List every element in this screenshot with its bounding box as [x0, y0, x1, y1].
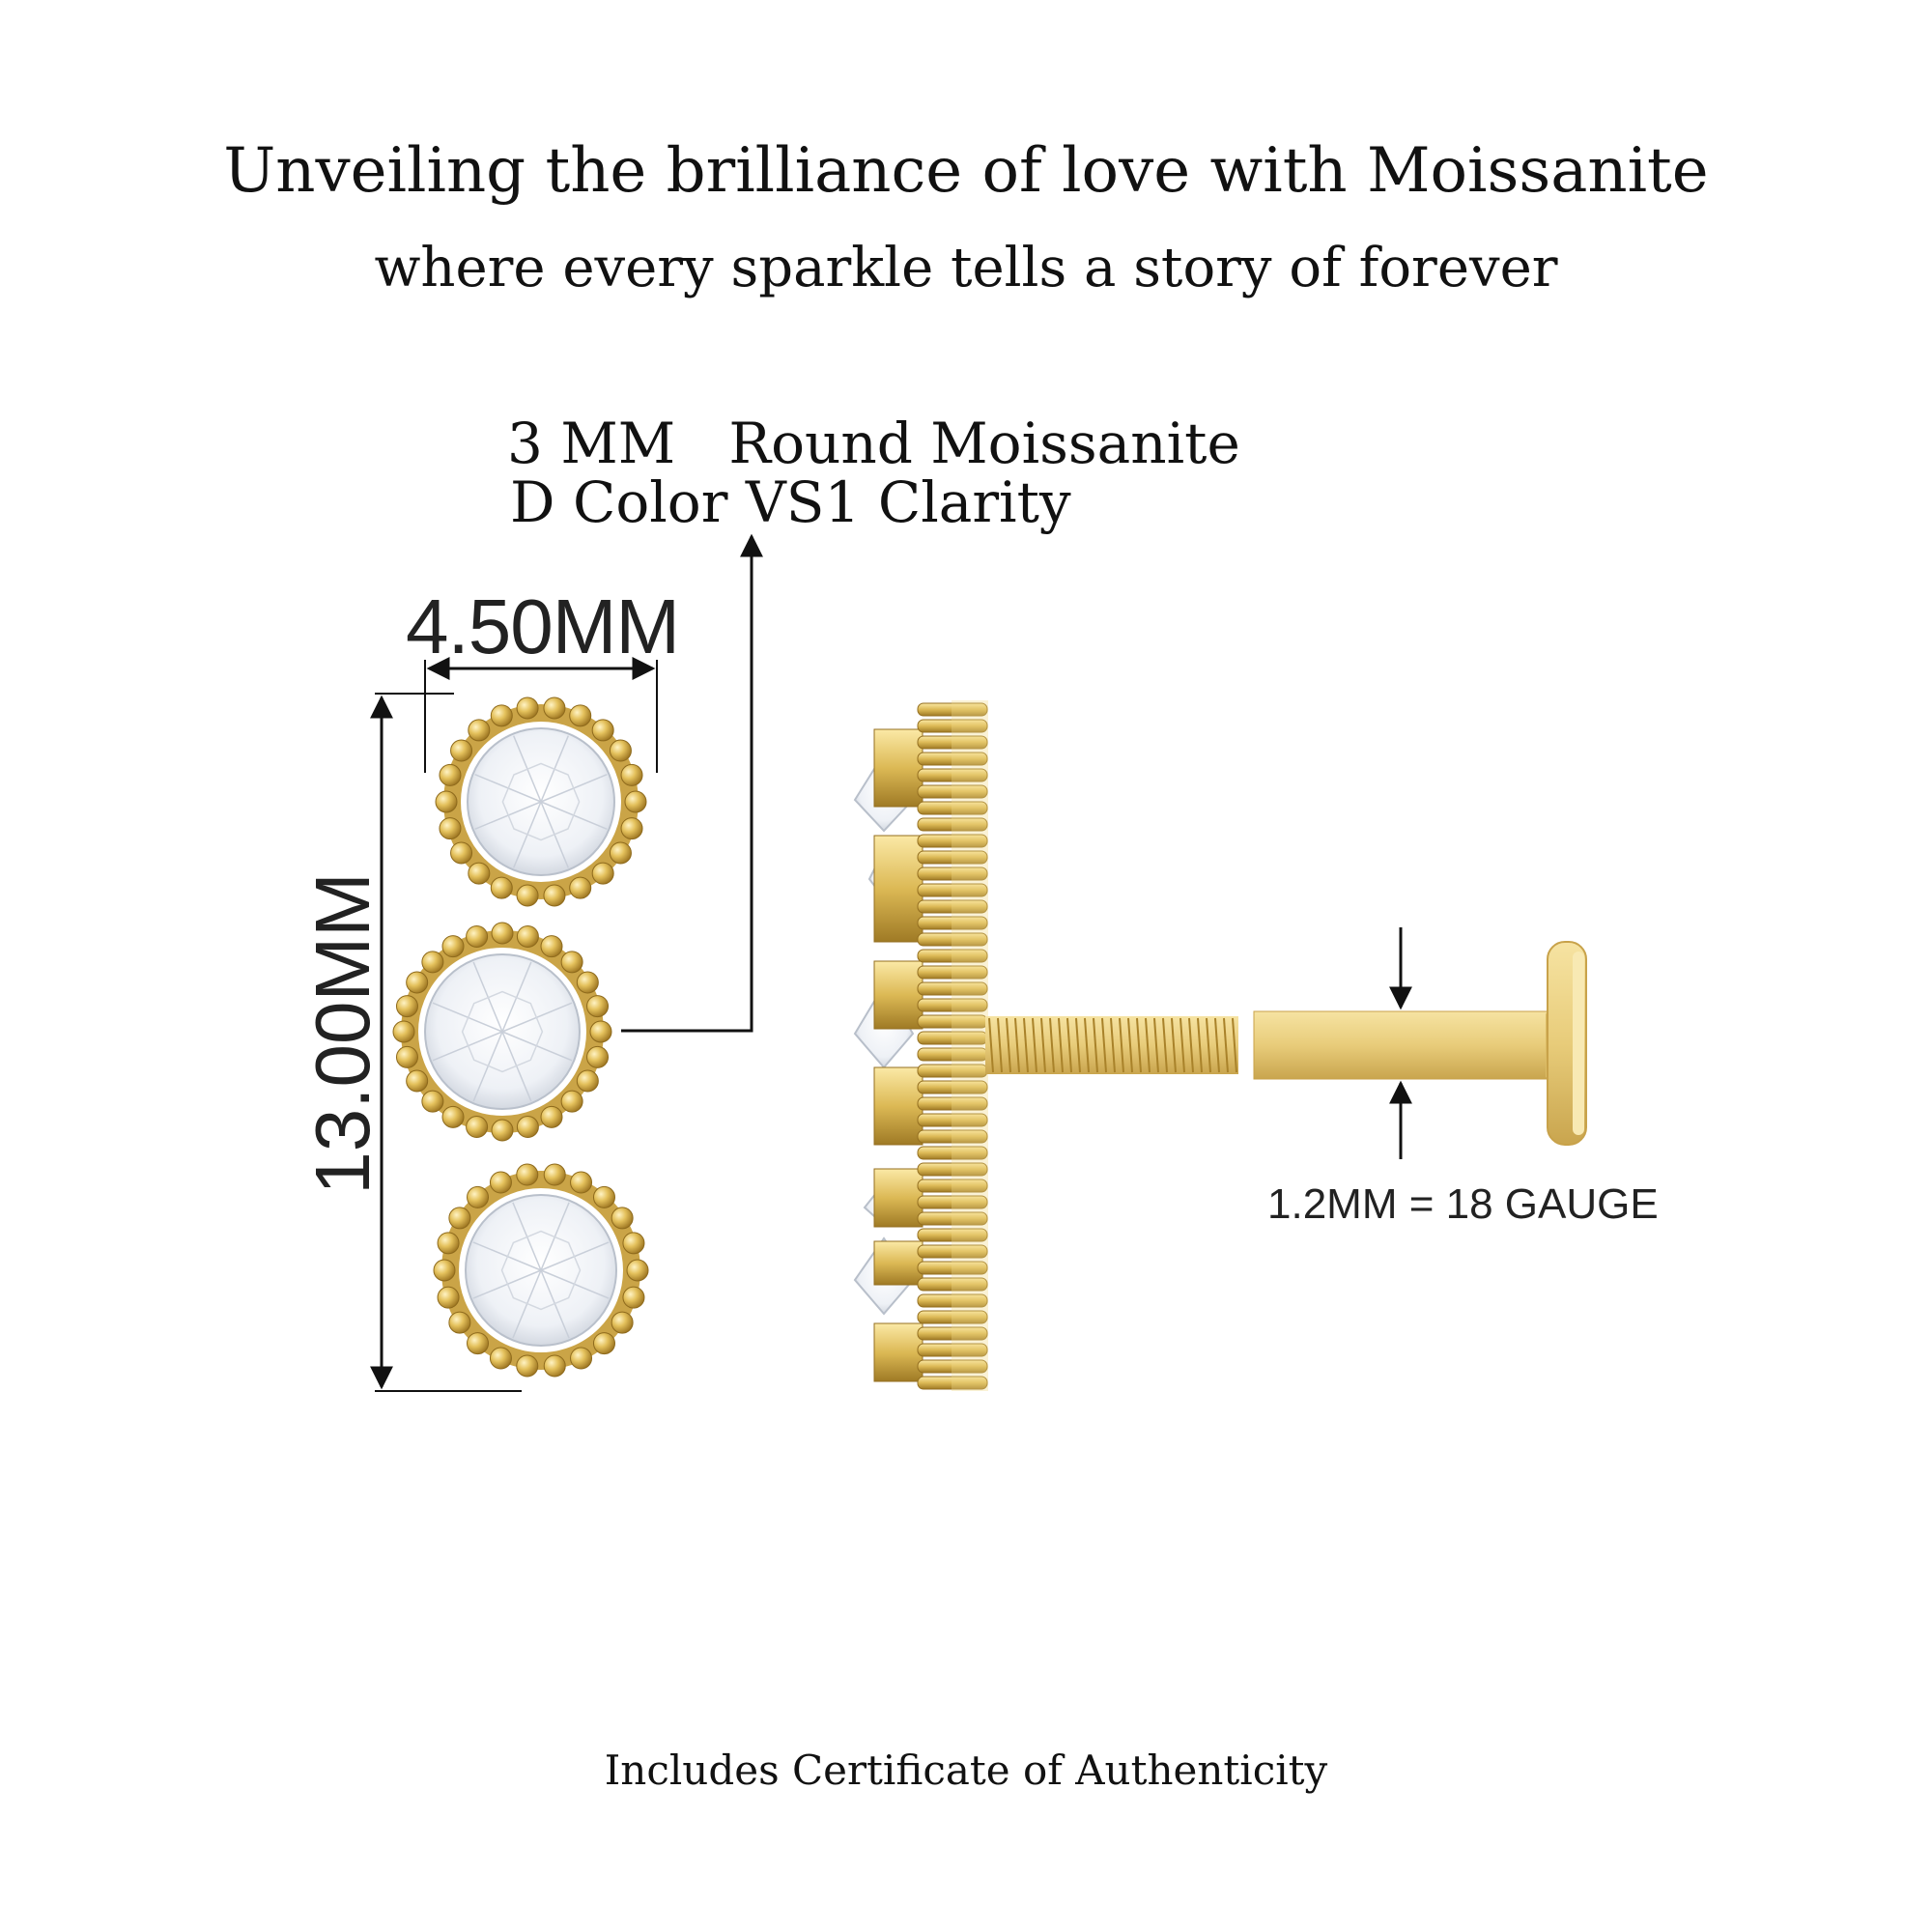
- side-prongs: [873, 728, 923, 1382]
- width-dimension: [424, 657, 658, 773]
- milgrain-bead: [591, 719, 614, 742]
- halo-top: [435, 696, 647, 907]
- halo-middle: [392, 922, 612, 1142]
- milgrain-bead: [516, 1354, 539, 1378]
- milgrain-bead: [491, 922, 514, 945]
- quality-spec-label: D Color VS1 Clarity: [510, 469, 1071, 535]
- milgrain-bead: [441, 935, 465, 958]
- milgrain-bead: [626, 1259, 649, 1282]
- milgrain-bead: [392, 1020, 415, 1043]
- headline: Unveiling the brilliance of love with Mo…: [223, 135, 1709, 207]
- milgrain-bead: [624, 790, 647, 813]
- milgrain-bead: [611, 1311, 634, 1334]
- milgrain-bead: [439, 817, 462, 840]
- milgrain-bead: [448, 1311, 471, 1334]
- milgrain-bead: [466, 1116, 489, 1139]
- milgrain-bead: [450, 841, 473, 865]
- certificate-note: Includes Certificate of Authenticity: [604, 1747, 1328, 1794]
- milgrain-bead: [609, 739, 632, 762]
- stone-callout: [621, 533, 763, 1033]
- milgrain-bead: [489, 1347, 512, 1370]
- length-dimension: [370, 693, 522, 1392]
- milgrain-bead: [586, 995, 610, 1018]
- length-dimension-label: 13.00MM: [299, 872, 385, 1194]
- milgrain-bead: [516, 1116, 539, 1139]
- milgrain-bead: [516, 1163, 539, 1186]
- subheadline: where every sparkle tells a story of for…: [374, 237, 1558, 299]
- milgrain-bead: [543, 1354, 566, 1378]
- milgrain-bead: [468, 719, 491, 742]
- milgrain-bead: [490, 876, 513, 899]
- milgrain-bead: [467, 1332, 490, 1355]
- milgrain-bead: [467, 1185, 490, 1208]
- milgrain-bead: [516, 884, 539, 907]
- milgrain-bead: [540, 1105, 563, 1128]
- milgrain-bead: [611, 1207, 634, 1230]
- milgrain-bead: [620, 817, 643, 840]
- milgrain-bead: [543, 696, 566, 720]
- milgrain-bead: [592, 1185, 615, 1208]
- side-view: [853, 700, 988, 1391]
- halo-bottom: [433, 1163, 649, 1378]
- milgrain-bead: [622, 1232, 645, 1255]
- front-view: [392, 696, 649, 1378]
- milgrain-bead: [468, 862, 491, 885]
- milgrain-bead: [569, 876, 592, 899]
- milgrain-bead: [435, 790, 458, 813]
- milgrain-bead: [395, 995, 418, 1018]
- milgrain-bead: [439, 763, 462, 786]
- milgrain-bead: [441, 1105, 465, 1128]
- milgrain-bead: [620, 763, 643, 786]
- milgrain-bead: [437, 1232, 460, 1255]
- milgrain-bead: [586, 1045, 610, 1068]
- milgrain-bead: [448, 1207, 471, 1230]
- milgrain-bead: [491, 1119, 514, 1142]
- milgrain-bead: [450, 739, 473, 762]
- threaded-post: [985, 1016, 1238, 1074]
- milgrain-bead: [622, 1286, 645, 1309]
- milgrain-bead: [609, 841, 632, 865]
- milgrain-bead: [540, 935, 563, 958]
- milgrain-bead: [466, 924, 489, 948]
- milgrain-bead: [490, 704, 513, 727]
- milgrain-bead: [569, 704, 592, 727]
- labret-back: [1253, 941, 1587, 1146]
- side-bezel-ribs: [917, 700, 988, 1391]
- milgrain-bead: [570, 1171, 593, 1194]
- milgrain-bead: [576, 1069, 599, 1093]
- milgrain-bead: [570, 1347, 593, 1370]
- milgrain-bead: [421, 1090, 444, 1113]
- milgrain-bead: [406, 971, 429, 994]
- milgrain-bead: [576, 971, 599, 994]
- milgrain-bead: [516, 696, 539, 720]
- milgrain-bead: [516, 924, 539, 948]
- milgrain-bead: [406, 1069, 429, 1093]
- milgrain-bead: [421, 951, 444, 974]
- milgrain-bead: [591, 862, 614, 885]
- milgrain-bead: [543, 884, 566, 907]
- milgrain-bead: [589, 1020, 612, 1043]
- gauge-dimension-label: 1.2MM = 18 GAUGE: [1267, 1180, 1659, 1228]
- width-dimension-label: 4.50MM: [406, 583, 680, 669]
- milgrain-bead: [433, 1259, 456, 1282]
- milgrain-bead: [437, 1286, 460, 1309]
- milgrain-bead: [560, 951, 583, 974]
- milgrain-bead: [543, 1163, 566, 1186]
- stone-spec-label: 3 MM Round Moissanite: [507, 411, 1240, 476]
- milgrain-bead: [489, 1171, 512, 1194]
- milgrain-bead: [395, 1045, 418, 1068]
- milgrain-bead: [560, 1090, 583, 1113]
- milgrain-bead: [592, 1332, 615, 1355]
